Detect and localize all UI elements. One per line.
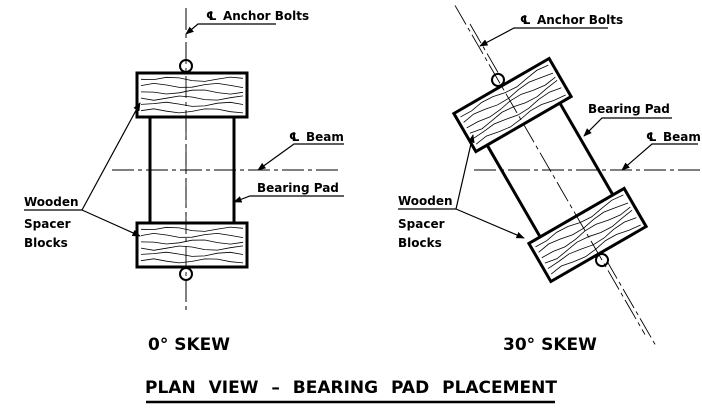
wood-grain-line (140, 245, 244, 251)
spacer-leader-top (81, 102, 141, 211)
wood-grain-line (541, 206, 631, 259)
skewed-spacer-label-line-2: Spacer (398, 217, 445, 231)
thirty-skew-view: ℄ Anchor Bolts ℄ Beam Bearing Pad Wooden… (398, 5, 701, 355)
wood-grain-line (140, 226, 244, 232)
wood-grain-line (460, 64, 549, 118)
skewed-beam-leader (621, 143, 698, 171)
beam-label: ℄ Beam (289, 130, 344, 144)
beam-leader (257, 143, 344, 171)
skewed-bearing-pad-leader (583, 117, 672, 137)
anchor-bolts-leader (185, 23, 276, 35)
diagram-title: PLAN VIEW – BEARING PAD PLACEMENT (145, 378, 557, 398)
anchor-bolts-label: ℄ Anchor Bolts (206, 9, 309, 23)
skewed-spacer-leader-top (455, 134, 475, 210)
skewed-anchor-bolts-leader (479, 27, 608, 47)
wooden-spacer-block-bottom (135, 221, 249, 269)
wood-grain-line (140, 82, 244, 88)
wood-grain-line (140, 232, 244, 238)
spacer-label-line-1: Wooden (24, 195, 79, 209)
skewed-beam-label: ℄ Beam (646, 130, 701, 144)
skewed-spacer-label-line-1: Wooden (398, 194, 453, 208)
wood-grain-line (140, 95, 244, 101)
zero-skew-view: ℄ Anchor Bolts ℄ Beam Bearing Pad Wooden… (24, 8, 344, 355)
spacer-leader-bottom (81, 209, 141, 237)
spacer-label-line-2: Spacer (24, 217, 71, 231)
thirty-skew-caption: 30° SKEW (503, 335, 597, 355)
wood-grain-line (140, 108, 244, 114)
skewed-spacer-label-line-3: Blocks (398, 236, 442, 250)
skewed-spacer-leader-bottom (455, 208, 525, 239)
wood-grain-line (140, 251, 244, 257)
bearing-pad-label: Bearing Pad (257, 181, 339, 195)
wood-grain-line (140, 89, 244, 95)
wood-grain-line (140, 239, 244, 245)
skewed-bearing-pad-label: Bearing Pad (588, 102, 670, 116)
bearing-pad-leader (233, 195, 344, 203)
wood-grain-line (140, 76, 244, 82)
zero-skew-caption: 0° SKEW (148, 335, 230, 355)
wood-grain-line (140, 101, 244, 107)
skewed-anchor-bolts-label: ℄ Anchor Bolts (520, 13, 623, 27)
wood-grain-line (140, 258, 244, 264)
wood-grain-line (472, 87, 562, 140)
spacer-label-line-3: Blocks (24, 236, 68, 250)
wooden-spacer-block-top (135, 71, 249, 119)
